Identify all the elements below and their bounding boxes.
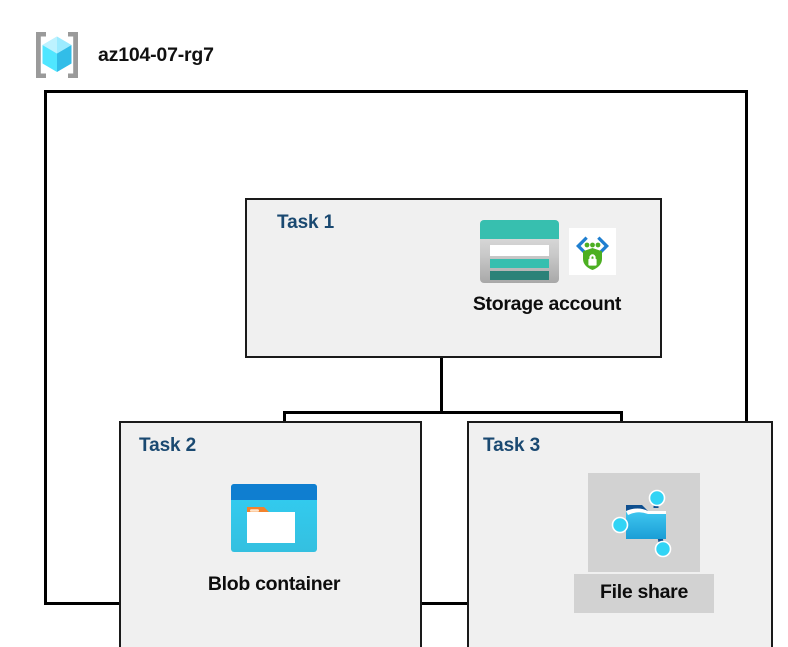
resource-group-name: az104-07-rg7: [98, 43, 214, 66]
node-blob-container[interactable]: Blob container: [179, 483, 369, 596]
task-box-1[interactable]: Task 1: [245, 198, 662, 358]
file-share-icon: [611, 489, 672, 558]
resource-group-cube-icon: [36, 32, 78, 78]
resource-group-header: az104-07-rg7: [30, 26, 350, 84]
node-file-share[interactable]: File share: [554, 473, 734, 613]
secure-transfer-shield-icon: [569, 227, 616, 275]
task-box-3[interactable]: Task 3: [467, 421, 773, 647]
connector-horizontal-bar: [283, 411, 623, 414]
blob-container-icon: [231, 484, 317, 552]
node-storage-account[interactable]: Storage account: [397, 215, 697, 316]
task-label-1: Task 1: [277, 212, 335, 233]
storage-account-icon: [480, 219, 559, 283]
file-share-icon-highlight: [588, 473, 700, 572]
task-label-2: Task 2: [139, 435, 197, 456]
node-caption-file-share: File share: [573, 574, 715, 613]
node-caption-blob-container: Blob container: [207, 573, 341, 595]
task-box-2[interactable]: Task 2: [119, 421, 422, 647]
connector-storage-trunk: [440, 355, 443, 414]
storage-account-icon-group: [478, 215, 616, 287]
task-label-3: Task 3: [483, 435, 541, 456]
resource-group-boundary: Task 1: [44, 90, 773, 647]
node-caption-storage-account: Storage account: [472, 293, 622, 315]
